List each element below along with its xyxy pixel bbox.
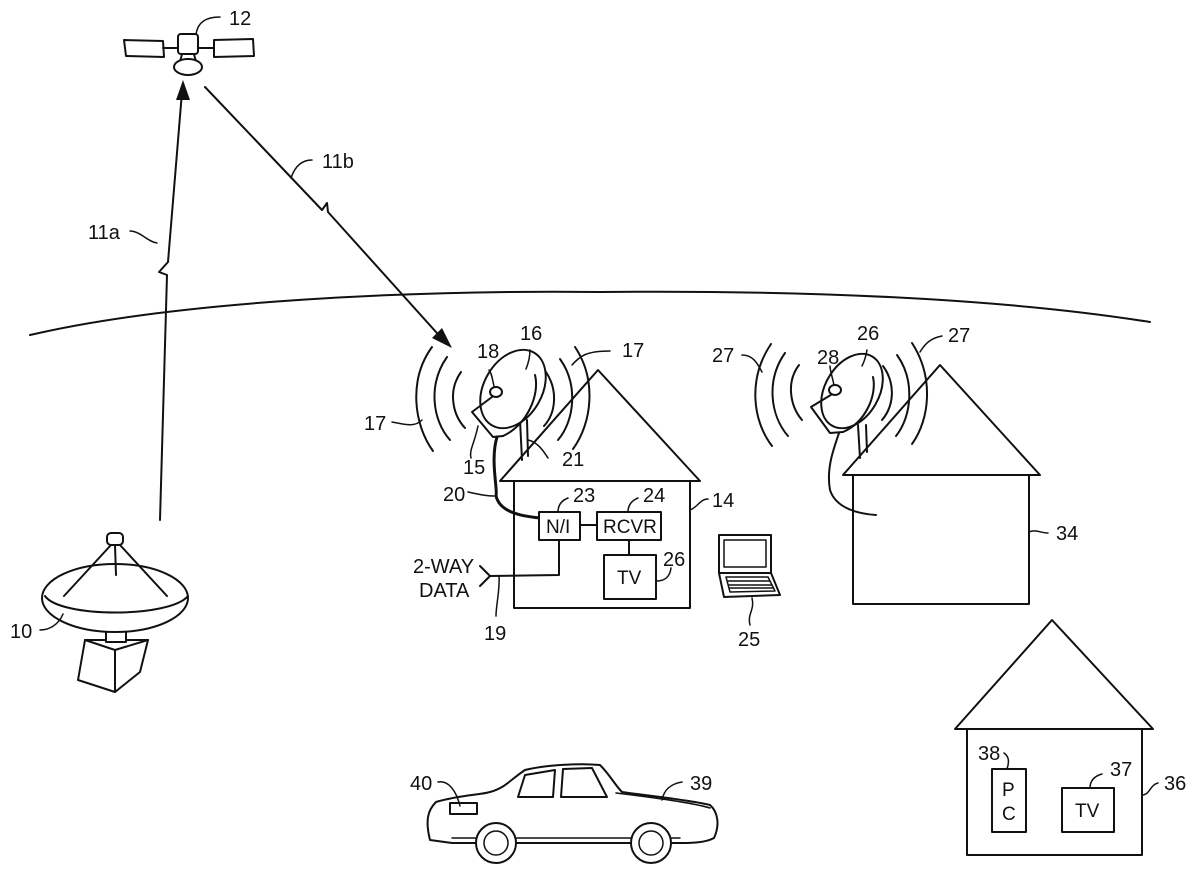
label-24: 24 bbox=[643, 485, 665, 507]
label-12: 12 bbox=[229, 8, 251, 30]
data-line-connector bbox=[480, 566, 490, 586]
label-40: 40 bbox=[410, 773, 432, 795]
uplink-signal bbox=[159, 80, 190, 520]
label-39: 39 bbox=[690, 773, 712, 795]
pc-text-line2: C bbox=[1002, 804, 1016, 825]
leader-11b bbox=[291, 160, 312, 178]
label-17-left: 17 bbox=[364, 413, 386, 435]
tv-main-text: TV bbox=[617, 568, 642, 589]
data-io-line1: 2-WAY bbox=[413, 556, 474, 578]
leader-19 bbox=[496, 576, 499, 616]
label-17-right: 17 bbox=[622, 340, 644, 362]
label-19: 19 bbox=[484, 623, 506, 645]
third-house bbox=[955, 620, 1153, 855]
laptop-icon bbox=[719, 535, 780, 597]
leader-11a bbox=[130, 231, 157, 243]
earth-horizon bbox=[30, 292, 1150, 335]
label-28: 28 bbox=[817, 347, 839, 369]
tv-third-text: TV bbox=[1075, 801, 1100, 822]
label-26-dish: 26 bbox=[857, 323, 879, 345]
data-io-line2: DATA bbox=[419, 580, 470, 602]
downlink-signal bbox=[205, 87, 452, 348]
label-14: 14 bbox=[712, 490, 734, 512]
label-11a: 11a bbox=[88, 222, 121, 244]
label-26-tv: 26 bbox=[663, 549, 685, 571]
pc-text-line1: P bbox=[1002, 780, 1015, 801]
label-38: 38 bbox=[978, 743, 1000, 765]
label-27-right: 27 bbox=[948, 325, 970, 347]
label-21: 21 bbox=[562, 449, 584, 471]
leader-15 bbox=[471, 426, 478, 458]
label-20: 20 bbox=[443, 484, 465, 506]
label-34: 34 bbox=[1056, 523, 1078, 545]
rcvr-text: RCVR bbox=[603, 517, 657, 538]
label-37: 37 bbox=[1110, 759, 1132, 781]
label-11b: 11b bbox=[322, 151, 354, 173]
leader-14 bbox=[690, 499, 708, 510]
label-36: 36 bbox=[1164, 773, 1186, 795]
satellite-icon bbox=[124, 34, 254, 75]
label-23: 23 bbox=[573, 485, 595, 507]
leader-36 bbox=[1143, 783, 1158, 795]
leader-20 bbox=[468, 492, 494, 496]
leader-17-left bbox=[392, 420, 422, 425]
leader-34 bbox=[1029, 531, 1048, 533]
leader-25 bbox=[749, 598, 752, 625]
car-receiver-box bbox=[450, 803, 477, 814]
label-27-left: 27 bbox=[712, 345, 734, 367]
ni-text: N/I bbox=[546, 517, 570, 538]
label-15: 15 bbox=[463, 457, 485, 479]
label-16: 16 bbox=[520, 323, 542, 345]
ground-antenna-icon bbox=[42, 533, 188, 692]
leader-12 bbox=[196, 17, 220, 34]
label-25: 25 bbox=[738, 629, 760, 651]
label-10: 10 bbox=[10, 621, 32, 643]
leader-27-right bbox=[920, 336, 942, 352]
car-icon bbox=[428, 764, 718, 863]
label-18: 18 bbox=[477, 341, 499, 363]
